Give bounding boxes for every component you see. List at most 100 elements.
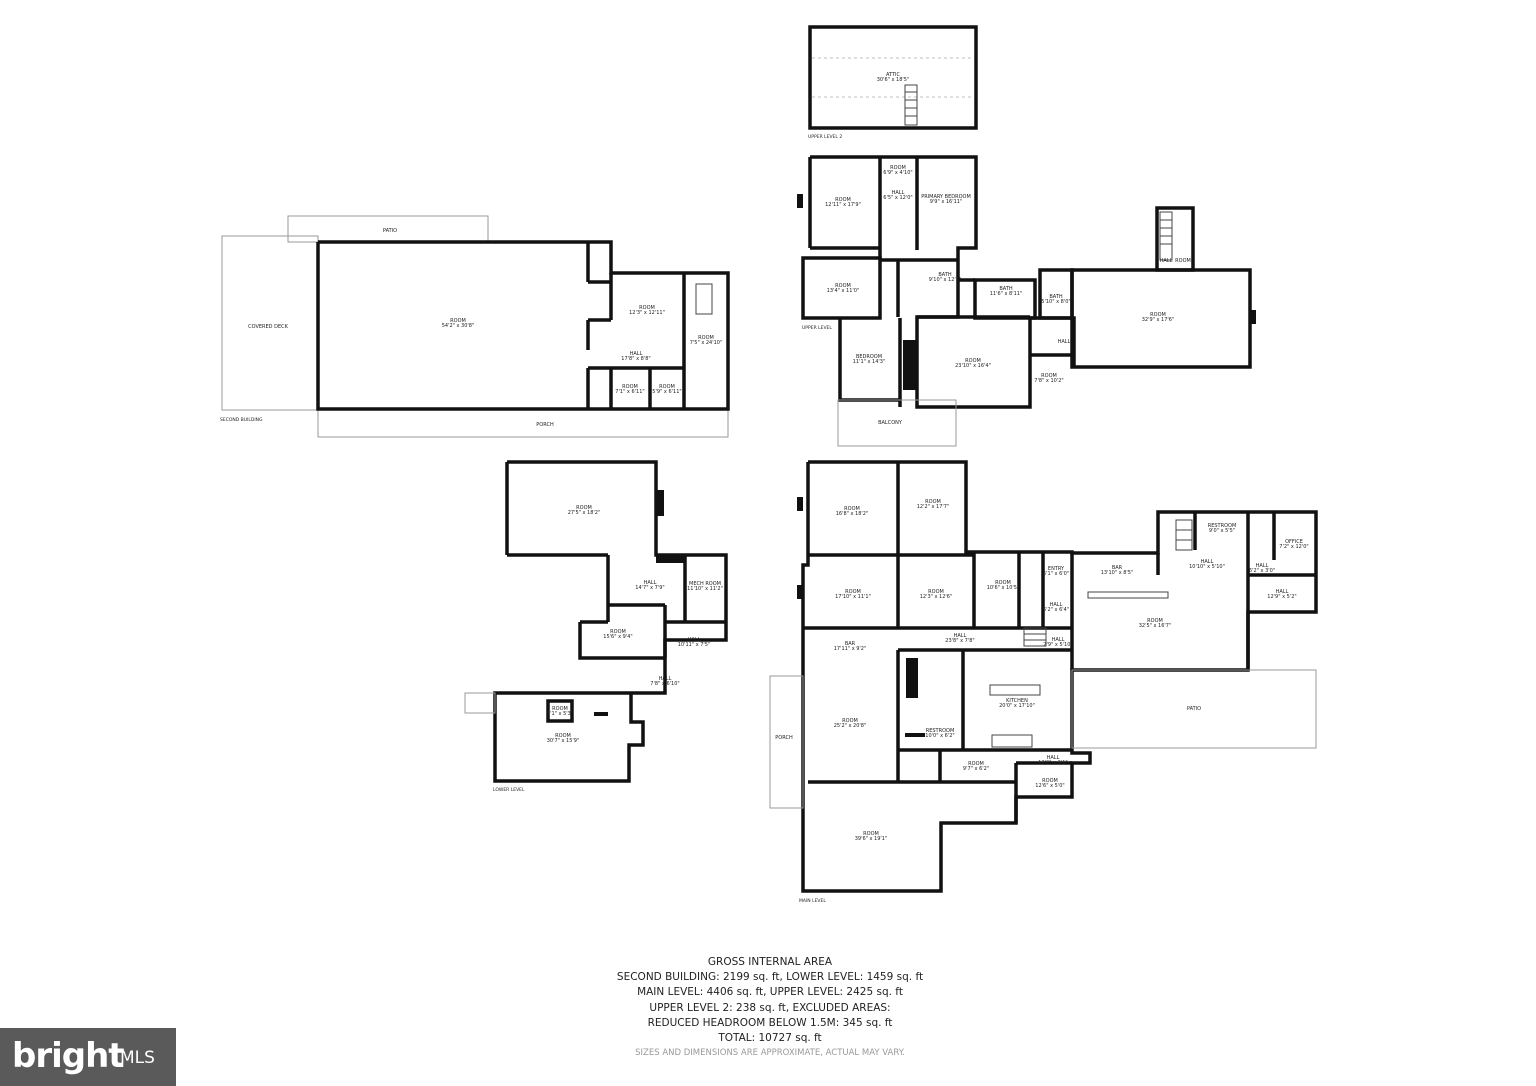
ml-room4-label: ROOM: [928, 589, 944, 595]
ml-kitchen-dim: 20'0" x 17'10": [999, 703, 1035, 709]
ll-room4-label: ROOM: [555, 733, 571, 739]
ll-hall3-label: HALL: [659, 676, 672, 682]
main-level-label: MAIN LEVEL: [799, 898, 826, 904]
ul-bath1-label: BATH: [938, 272, 952, 278]
upper-level-plan: ROOM 12'11" x 17'9" ROOM 6'9" x 4'10" HA…: [797, 155, 1256, 447]
ll-hall1-dim: 14'7" x 7'9": [635, 585, 664, 591]
second-building-label: SECOND BUILDING: [220, 417, 263, 423]
ll-hall2-dim: 10'11" x 7'5": [678, 642, 711, 648]
ul-hall-label: HALL: [892, 190, 905, 196]
ul-primary-label: PRIMARY BEDROOM: [921, 194, 971, 200]
ll-hall1-label: HALL: [644, 580, 657, 586]
ll-hall3-dim: 7'8" x 6'10": [650, 681, 679, 687]
ml-room3-label: ROOM: [845, 589, 861, 595]
summary-line-3: UPPER LEVEL 2: 238 sq. ft, EXCLUDED AREA…: [649, 1001, 891, 1014]
main-level-plan: ROOM 16'8" x 18'2" ROOM 12'2" x 17'7" RE…: [769, 460, 1318, 904]
ll-hall2-label: HALL: [688, 637, 701, 643]
ml-hall4-dim: 6'2" x 6'4": [1043, 607, 1069, 613]
ml-hall6-label: HALL: [1052, 637, 1065, 643]
sb-room-main-dim: 54'2" x 30'8": [442, 323, 475, 329]
ml-hall2-dim: 6'2" x 3'0": [1249, 568, 1275, 574]
ml-room7-dim: 25'2" x 20'8": [834, 723, 867, 729]
ul-bath2-label: BATH: [999, 286, 1013, 292]
ml-room2-dim: 12'2" x 17'7": [917, 504, 950, 510]
sb-room-a-label: ROOM: [639, 305, 655, 311]
upper-level-label: UPPER LEVEL: [802, 325, 832, 331]
ml-hall6-dim: 2'9" x 5'10": [1043, 642, 1072, 648]
ml-room1-label: ROOM: [844, 506, 860, 512]
ll-room2-dim: 15'6" x 9'4": [603, 634, 632, 640]
ml-hall5-dim: 23'8" x 7'8": [945, 638, 974, 644]
ml-room2-label: ROOM: [925, 499, 941, 505]
ml-patio-label: PATIO: [1187, 706, 1201, 712]
ul-room2-dim: 6'9" x 4'10": [883, 170, 912, 176]
ul-room5-dim: 23'10" x 16'4": [955, 363, 991, 369]
ml-room8-label: ROOM: [968, 761, 984, 767]
ml-restroom2-label: RESTROOM: [926, 728, 955, 734]
sb-room-d-dim: 5'9" x 6'11": [652, 389, 681, 395]
ml-room8-dim: 9'7" x 6'2": [963, 766, 989, 772]
ml-hall5-label: HALL: [954, 633, 967, 639]
summary-line-4: REDUCED HEADROOM BELOW 1.5M: 345 sq. ft: [647, 1016, 893, 1029]
ml-room5-label: ROOM: [995, 580, 1011, 586]
ul-hall-dim: 6'5" x 12'0": [883, 195, 912, 201]
sb-room-a-dim: 12'3" x 12'11": [629, 310, 665, 316]
ml-hall1-dim: 10'10" x 5'10": [1189, 564, 1225, 570]
ml-room6-dim: 32'5" x 16'7": [1139, 623, 1172, 629]
ul-primary-dim: 9'9" x 16'11": [930, 199, 963, 205]
ml-room10-dim: 39'6" x 19'1": [855, 836, 888, 842]
gross-internal-area-summary: GROSS INTERNAL AREA SECOND BUILDING: 219…: [520, 955, 1020, 1061]
sb-porch-label: PORCH: [536, 422, 554, 428]
ml-bar1-dim: 13'10" x 8'5": [1101, 570, 1134, 576]
summary-line-5: TOTAL: 10727 sq. ft: [718, 1032, 822, 1045]
bright-mls-logo: bright MLS: [0, 1028, 176, 1086]
ml-kitchen-label: KITCHEN: [1006, 698, 1028, 704]
sb-room-b-label: ROOM: [698, 335, 714, 341]
sb-room-d-label: ROOM: [659, 384, 675, 390]
ml-room6-label: ROOM: [1147, 618, 1163, 624]
ml-bar1-label: BAR: [1112, 565, 1123, 571]
ml-restroom2-dim: 10'0" x 6'2": [925, 733, 954, 739]
ll-mech-label: MECH ROOM: [689, 581, 721, 587]
sb-room-b-dim: 7'5" x 24'10": [690, 340, 723, 346]
ul-bath2-dim: 11'6" x 8'11": [990, 291, 1023, 297]
ul-room6-dim: 7'8" x 10'2": [1034, 378, 1063, 384]
lower-level-label: LOWER LEVEL: [493, 787, 525, 793]
sb-patio-label: PATIO: [383, 228, 397, 234]
ml-hall2-label: HALL: [1256, 563, 1269, 569]
ml-office-label: OFFICE: [1285, 539, 1303, 545]
ml-hall3-dim: 12'9" x 5'2": [1267, 594, 1296, 600]
ml-room7-label: ROOM: [842, 718, 858, 724]
sb-hall-label: HALL: [630, 351, 643, 357]
ul-room4-label: ROOM: [1150, 312, 1166, 318]
ll-room2-label: ROOM: [610, 629, 626, 635]
ul-room5-label: ROOM: [965, 358, 981, 364]
ul-room-small-label: ROOM: [1175, 258, 1191, 264]
ml-porch1-label: PORCH: [775, 735, 793, 741]
sb-covered-deck-label: COVERED DECK: [248, 324, 288, 330]
ml-bar2-dim: 17'11" x 9'2": [834, 646, 867, 652]
ul-room1-dim: 12'11" x 17'9": [825, 202, 861, 208]
sb-room-main-label: ROOM: [450, 318, 466, 324]
ml-room9-dim: 12'6" x 5'0": [1035, 783, 1064, 789]
ul-room3-label: ROOM: [835, 283, 851, 289]
ll-room1-dim: 27'5" x 18'2": [568, 510, 601, 516]
ml-hall3-label: HALL: [1276, 589, 1289, 595]
ml-room1-dim: 16'8" x 18'2": [836, 511, 869, 517]
summary-line-1: SECOND BUILDING: 2199 sq. ft, LOWER LEVE…: [616, 971, 924, 984]
ml-room4-dim: 12'3" x 12'6": [920, 594, 953, 600]
ml-entry-dim: 6'1" x 6'0": [1043, 571, 1069, 577]
ul-bedroom-label: BEDROOM: [856, 354, 882, 360]
attic-dim: 30'6" x 18'5": [877, 77, 910, 83]
ul-hall-a-label: HALL: [1160, 258, 1173, 264]
brand-suffix: MLS: [120, 1048, 155, 1068]
ul-hall-b-label: HALL: [1058, 339, 1071, 345]
ul-room1-label: ROOM: [835, 197, 851, 203]
ul-room3-dim: 13'4" x 11'0": [827, 288, 860, 294]
ml-room9-label: ROOM: [1042, 778, 1058, 784]
ml-restroom1-dim: 9'0" x 5'5": [1209, 528, 1235, 534]
ml-hall7-label: HALL: [1047, 755, 1060, 761]
summary-heading: GROSS INTERNAL AREA: [707, 956, 833, 968]
ll-mech-dim: 11'10" x 11'2": [687, 586, 723, 592]
